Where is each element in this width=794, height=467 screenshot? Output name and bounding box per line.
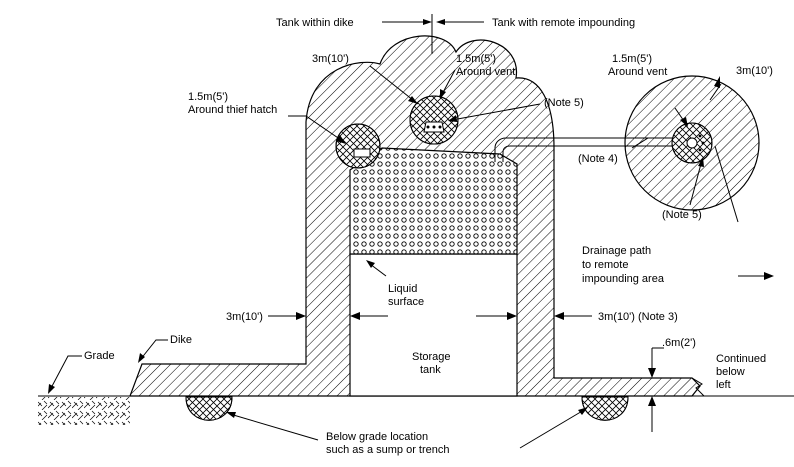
label-continued-2: below <box>716 366 745 378</box>
ground <box>38 395 794 425</box>
label-note5-bottom: (Note 5) <box>662 209 702 221</box>
label-tank-within-dike: Tank within dike <box>276 17 354 29</box>
label-note4: (Note 4) <box>578 153 618 165</box>
tank-vent-zone <box>409 95 459 145</box>
below-grade-sumps <box>185 396 629 421</box>
label-tank-remote-impounding: Tank with remote impounding <box>492 17 635 29</box>
label-below-grade-1: Below grade location <box>326 431 428 443</box>
label-3m-right: 3m(10') (Note 3) <box>598 311 678 323</box>
label-vent-left-2: Around vent <box>456 66 515 78</box>
storage-tank <box>349 147 518 397</box>
label-liquid-1: Liquid <box>388 283 417 295</box>
label-continued-1: Continued <box>716 353 766 365</box>
label-liquid-2: surface <box>388 296 424 308</box>
label-thief-hatch-2: Around thief hatch <box>188 104 277 116</box>
label-drainage-1: Drainage path <box>582 245 651 257</box>
label-3m-right-circle: 3m(10') <box>736 65 773 77</box>
label-storage-1: Storage <box>412 351 451 363</box>
label-note5-top: (Note 5) <box>544 97 584 109</box>
leader-lines <box>48 14 774 449</box>
text-labels: Tank within dike Tank with remote impoun… <box>84 17 773 456</box>
label-06m: .6m(2') <box>662 337 696 349</box>
thief-hatch-zone <box>335 123 381 169</box>
remote-vent-zone <box>624 75 760 211</box>
thief-hatch <box>353 148 371 158</box>
label-3m-left: 3m(10') <box>226 311 263 323</box>
label-vent-right-2: Around vent <box>608 66 667 78</box>
vent-pipe <box>494 137 690 162</box>
label-3m-top: 3m(10') <box>312 53 349 65</box>
label-storage-2: tank <box>420 364 441 376</box>
label-below-grade-2: such as a sump or trench <box>326 444 450 456</box>
label-thief-hatch-1: 1.5m(5') <box>188 91 228 103</box>
label-grade: Grade <box>84 350 115 362</box>
label-vent-right-1: 1.5m(5') <box>612 53 652 65</box>
label-vent-left-1: 1.5m(5') <box>456 53 496 65</box>
label-drainage-3: impounding area <box>582 273 665 285</box>
label-drainage-2: to remote <box>582 259 628 271</box>
label-continued-3: left <box>716 379 731 391</box>
label-dike: Dike <box>170 334 192 346</box>
